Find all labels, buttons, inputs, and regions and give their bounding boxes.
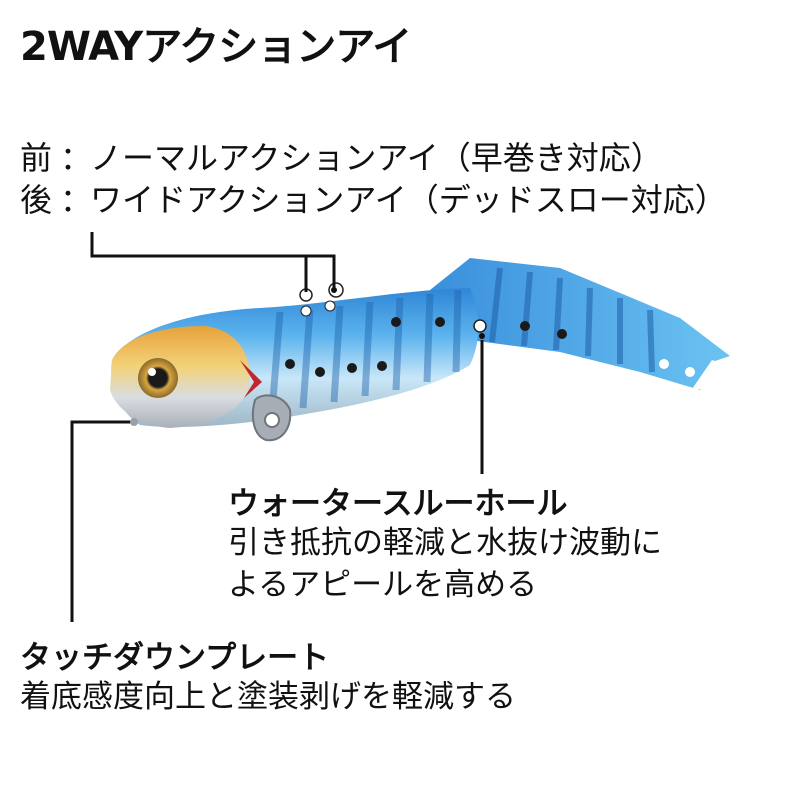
front-separator: ： xyxy=(60,139,93,177)
front-label: 前 xyxy=(20,139,53,177)
touchdown-description: 着底感度向上と塗装剥げを軽減する xyxy=(20,679,516,715)
water-through-holes xyxy=(285,317,695,377)
water-through-heading: ウォータースルーホール xyxy=(228,486,568,522)
lure-tail xyxy=(430,258,730,390)
tail-notch xyxy=(690,360,735,392)
page-title: 2WAYアクションアイ xyxy=(20,24,412,70)
back-separator: ： xyxy=(60,181,93,219)
water-through-line-2: よるアピールを高める xyxy=(228,567,538,603)
eye-callout-line xyxy=(90,232,336,290)
body-stripes xyxy=(268,289,462,413)
back-label: 後 xyxy=(20,181,53,219)
tail-stripes xyxy=(489,267,655,373)
lure-eye xyxy=(138,358,178,398)
back-eye-text: ワイドアクションアイ（デッドスロー対応） xyxy=(90,181,727,219)
water-through-description: 引き抵抗の軽減と水抜け波動に よるアピールを高める xyxy=(228,522,662,606)
back-eye-description: 後：ワイドアクションアイ（デッドスロー対応） xyxy=(20,180,727,220)
front-eye-description: 前：ノーマルアクションアイ（早巻き対応） xyxy=(20,138,663,178)
tie-hole-small xyxy=(300,305,312,317)
touchdown-callout-line xyxy=(70,420,134,622)
lure-head xyxy=(110,326,250,428)
water-through-line-1: 引き抵抗の軽減と水抜け波動に xyxy=(228,525,662,561)
touchdown-heading: タッチダウンプレート xyxy=(20,640,330,676)
front-eye-text: ノーマルアクションアイ（早巻き対応） xyxy=(90,139,663,177)
callout-lines xyxy=(70,232,484,622)
eye-highlight xyxy=(148,368,156,376)
gill-mark xyxy=(240,360,262,398)
tie-hole-small-2 xyxy=(324,300,336,312)
